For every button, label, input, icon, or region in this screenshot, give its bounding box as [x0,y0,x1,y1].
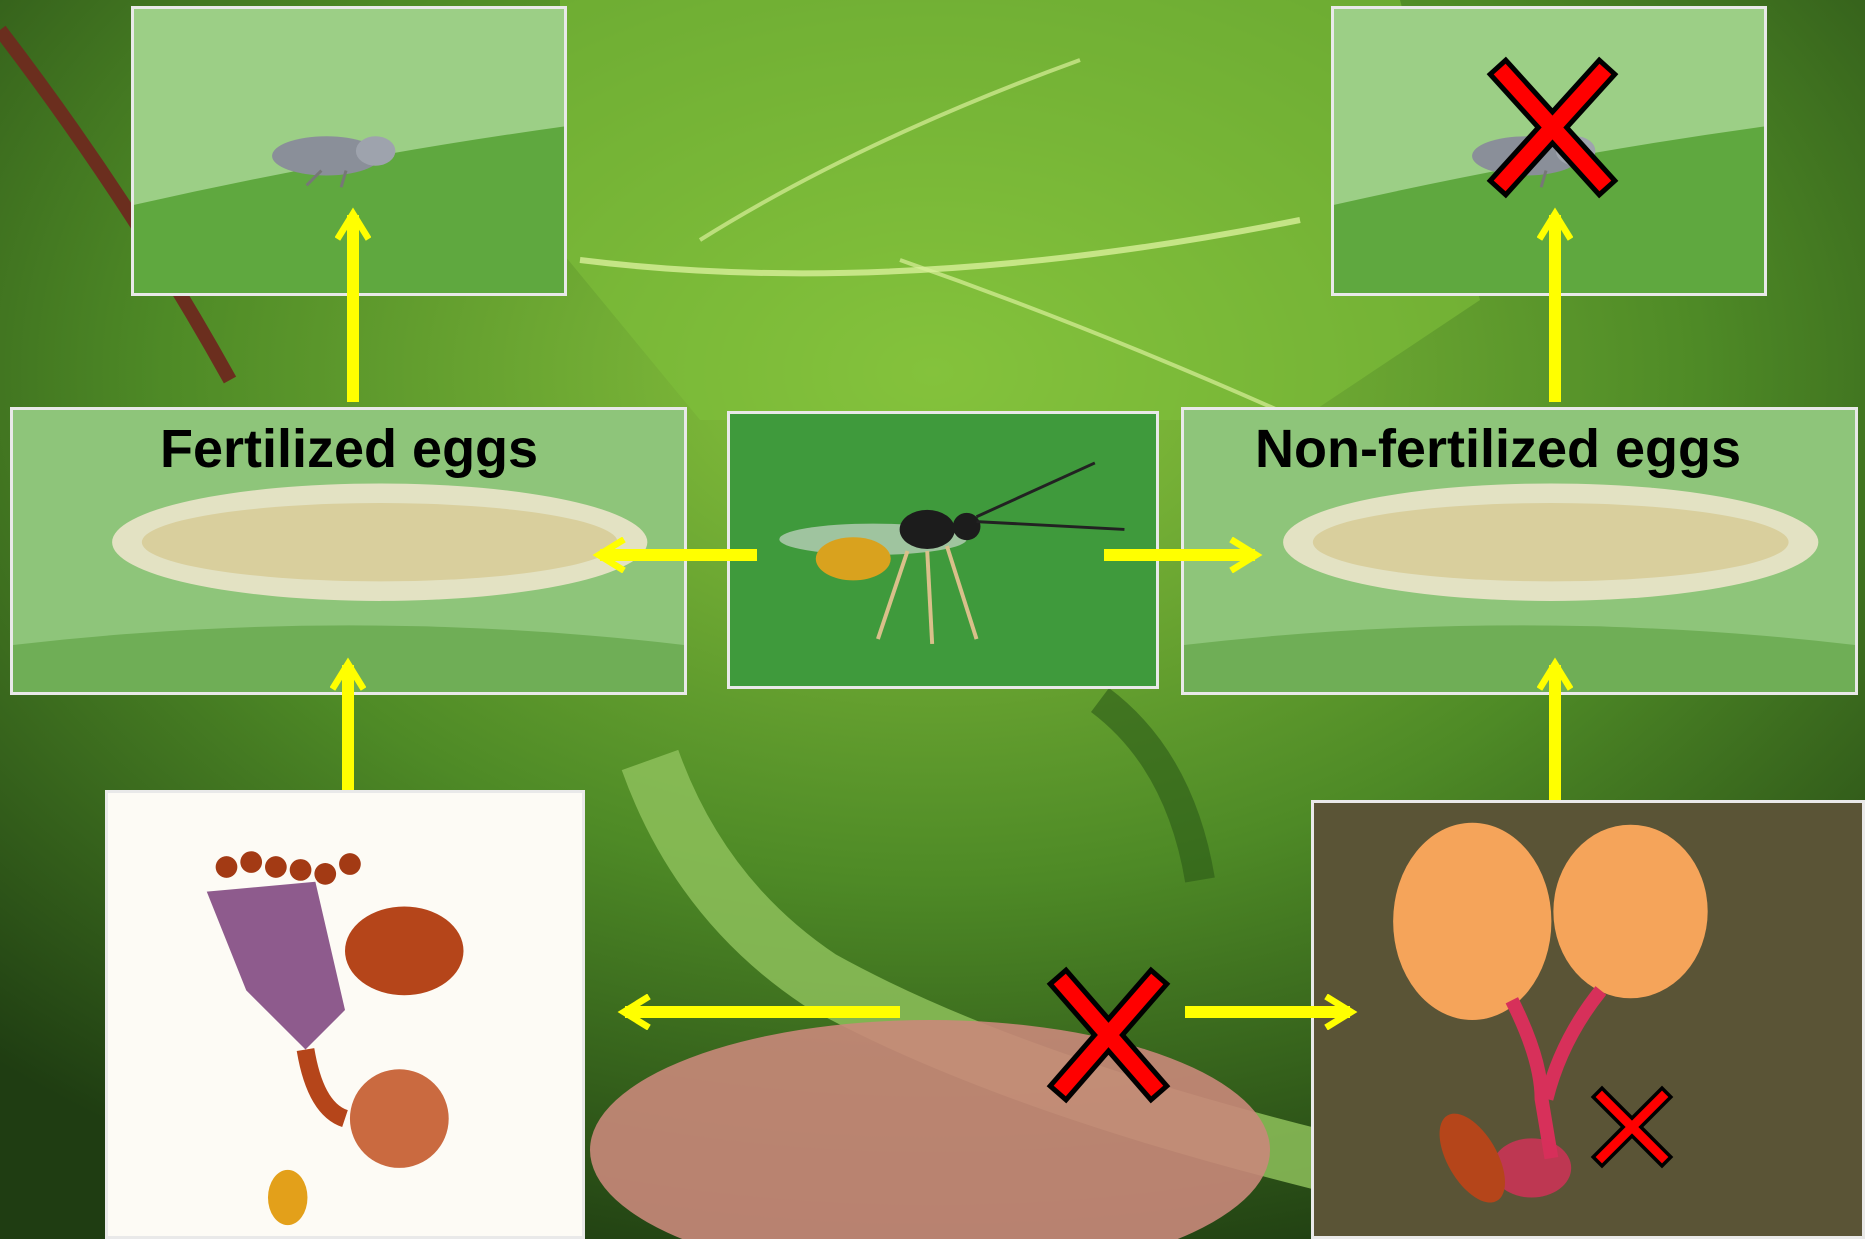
wasp-panel [727,411,1159,689]
ovary-panel-right [1311,800,1865,1239]
ovary-icon [1314,803,1862,1236]
leafhopper-panel-left [131,6,567,296]
fertilized-eggs-label: Fertilized eggs [160,418,538,480]
leafhopper-icon [1334,9,1764,293]
non-fertilized-eggs-label: Non-fertilized eggs [1255,418,1741,480]
ovary-icon [108,793,582,1236]
leafhopper-icon [134,9,564,293]
wasp-icon [730,414,1156,686]
leafhopper-panel-right [1331,6,1767,296]
ovary-panel-left [105,790,585,1239]
